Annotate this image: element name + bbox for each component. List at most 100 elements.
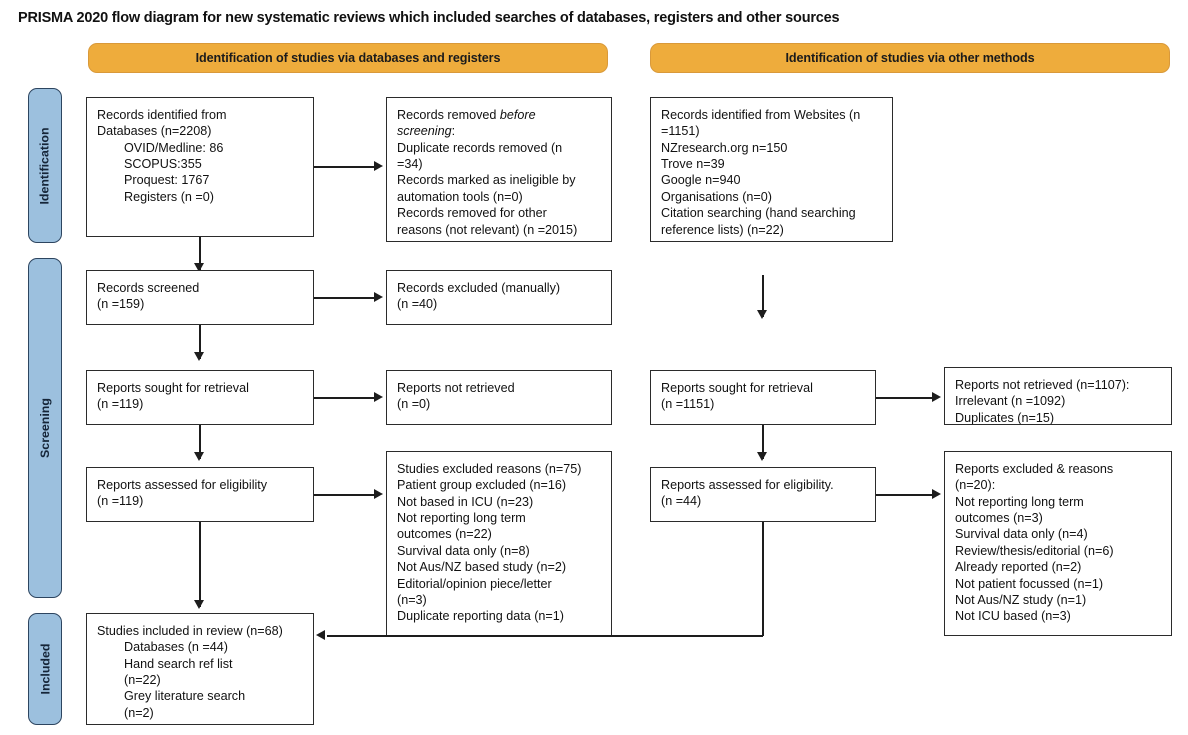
box-line: (n =1151) [661, 397, 715, 412]
connector-assessed-to-excluded-left [314, 494, 374, 496]
box-line: Grey literature search [124, 689, 246, 704]
box-line: Studies excluded reasons (n=75) [397, 462, 582, 476]
box-reports-excluded-reasons-right: Reports excluded & reasons(n=20):Not rep… [944, 451, 1172, 636]
connector-screened-to-excluded [314, 297, 374, 299]
box-line: Not reporting long term [397, 511, 526, 526]
box-line: Records identified from Websites (n [661, 108, 861, 122]
box-line: Duplicate records removed (n [397, 140, 563, 155]
box-studies-included-in-review: Studies included in review (n=68) Databas… [86, 613, 314, 725]
arrowhead-identified-to-screened [194, 263, 204, 272]
banner-databases-registers: Identification of studies via databases … [88, 43, 608, 73]
box-line: outcomes (n=3) [955, 511, 1043, 526]
connector-assessed-right-to-included [327, 635, 763, 637]
connector-sought-to-not-retrieved-left [314, 397, 374, 399]
connector-sought-to-assessed-left [199, 425, 201, 459]
box-line: Trove n=39 [661, 157, 725, 172]
box-line: =1151) [661, 124, 700, 139]
box-line: Registers (n =0) [124, 189, 214, 204]
box-line: Review/thesis/editorial (n=6) [955, 543, 1114, 558]
box-line: Databases (n=2208) [97, 124, 212, 139]
stage-label-screening: Screening [28, 258, 62, 598]
stage-label-included: Included [28, 613, 62, 725]
box-line: Records identified from [97, 108, 227, 122]
connector-identified-to-screened [199, 237, 201, 270]
stage-label-included-text: Included [38, 643, 53, 695]
box-line: Reports not retrieved (n=1107): [955, 378, 1130, 392]
connector-screened-to-sought [199, 325, 201, 359]
box-line: Records excluded (manually) [397, 281, 561, 295]
box-line: Not Aus/NZ study (n=1) [955, 592, 1087, 607]
box-line: Reports not retrieved [397, 381, 515, 395]
box-line: Irrelevant (n =1092) [955, 394, 1066, 409]
connector-sought-to-not-retrieved-right [876, 397, 932, 399]
box-line: Survival data only (n=8) [397, 543, 530, 558]
stage-label-identification: Identification [28, 88, 62, 243]
box-records-screened: Records screened (n =159) [86, 270, 314, 325]
box-line: Studies included in review (n=68) [97, 624, 283, 638]
box-line: Proquest: 1767 [124, 173, 210, 188]
box-line: Reports excluded & reasons [955, 462, 1114, 476]
box-line: (n=3) [397, 592, 427, 607]
arrowhead-assessed-to-excluded-right [932, 489, 941, 499]
box-line: Reports assessed for eligibility. [661, 478, 834, 492]
box-line: Not ICU based (n=3) [955, 609, 1071, 624]
box-line: (n =119) [97, 397, 144, 412]
box-line: (n =0) [397, 397, 431, 412]
arrowhead-sought-to-not-retrieved-right [932, 392, 941, 402]
box-line: Reports sought for retrieval [661, 381, 813, 395]
box-line: (n =40) [397, 297, 438, 312]
box-reports-sought-right: Reports sought for retrieval (n =1151) [650, 370, 876, 425]
box-line: screening: [397, 124, 456, 139]
stage-label-screening-text: Screening [38, 398, 53, 458]
box-line: Records removed before [397, 108, 536, 122]
box-line: Duplicates (n=15) [955, 410, 1055, 425]
connector-assessed-to-included [199, 522, 201, 607]
box-line: Organisations (n=0) [661, 189, 772, 204]
box-line: Google n=940 [661, 173, 741, 188]
box-records-removed-before-screening: Records removed before screening:Duplicat… [386, 97, 612, 242]
box-line: Survival data only (n=4) [955, 527, 1088, 542]
box-line: Hand search ref list [124, 656, 233, 671]
box-records-identified-other-methods: Records identified from Websites (n =1151… [650, 97, 893, 242]
arrowhead-assessed-to-excluded-left [374, 489, 383, 499]
box-line: SCOPUS:355 [124, 157, 202, 172]
arrowhead-sought-to-assessed-left [194, 452, 204, 461]
box-line: (n=22) [124, 673, 161, 688]
box-line: Reports assessed for eligibility [97, 478, 268, 492]
box-line: reasons (not relevant) (n =2015) [397, 222, 578, 237]
stage-label-identification-text: Identification [38, 126, 53, 205]
arrowhead-screened-to-sought [194, 352, 204, 361]
box-line: OVID/Medline: 86 [124, 140, 224, 155]
box-line: outcomes (n=22) [397, 527, 492, 542]
box-reports-assessed-eligibility-right: Reports assessed for eligibility. (n =44) [650, 467, 876, 522]
arrowhead-other-to-reports-sought [757, 310, 767, 319]
box-line: (n=2) [124, 705, 154, 720]
arrowhead-right-to-included [316, 630, 325, 640]
connector-assessed-to-excluded-right [876, 494, 932, 496]
box-studies-excluded-reasons-left: Studies excluded reasons (n=75)Patient g… [386, 451, 612, 636]
box-line: NZresearch.org n=150 [661, 140, 788, 155]
box-line: (n =44) [661, 494, 702, 509]
arrowhead-assessed-to-included [194, 600, 204, 609]
connector-other-to-reports-sought [762, 275, 764, 317]
box-line: (n=20): [955, 478, 996, 493]
connector-identified-to-removed [314, 166, 374, 168]
box-line: Records screened [97, 281, 200, 295]
box-line: Already reported (n=2) [955, 560, 1082, 575]
box-reports-not-retrieved-left: Reports not retrieved (n =0) [386, 370, 612, 425]
box-line: Records marked as ineligible by [397, 173, 576, 188]
box-line: Not based in ICU (n=23) [397, 494, 534, 509]
arrowhead-screened-to-excluded [374, 292, 383, 302]
box-line: =34) [397, 157, 423, 172]
box-line: Databases (n =44) [124, 640, 228, 655]
box-line: Citation searching (hand searching [661, 206, 856, 221]
banner-other-methods: Identification of studies via other meth… [650, 43, 1170, 73]
arrowhead-sought-to-not-retrieved-left [374, 392, 383, 402]
box-line: Records removed for other [397, 206, 547, 221]
box-line: reference lists) (n=22) [661, 222, 784, 237]
box-line: automation tools (n=0) [397, 189, 523, 204]
box-line: Not patient focussed (n=1) [955, 576, 1104, 591]
box-line: (n =159) [97, 297, 145, 312]
